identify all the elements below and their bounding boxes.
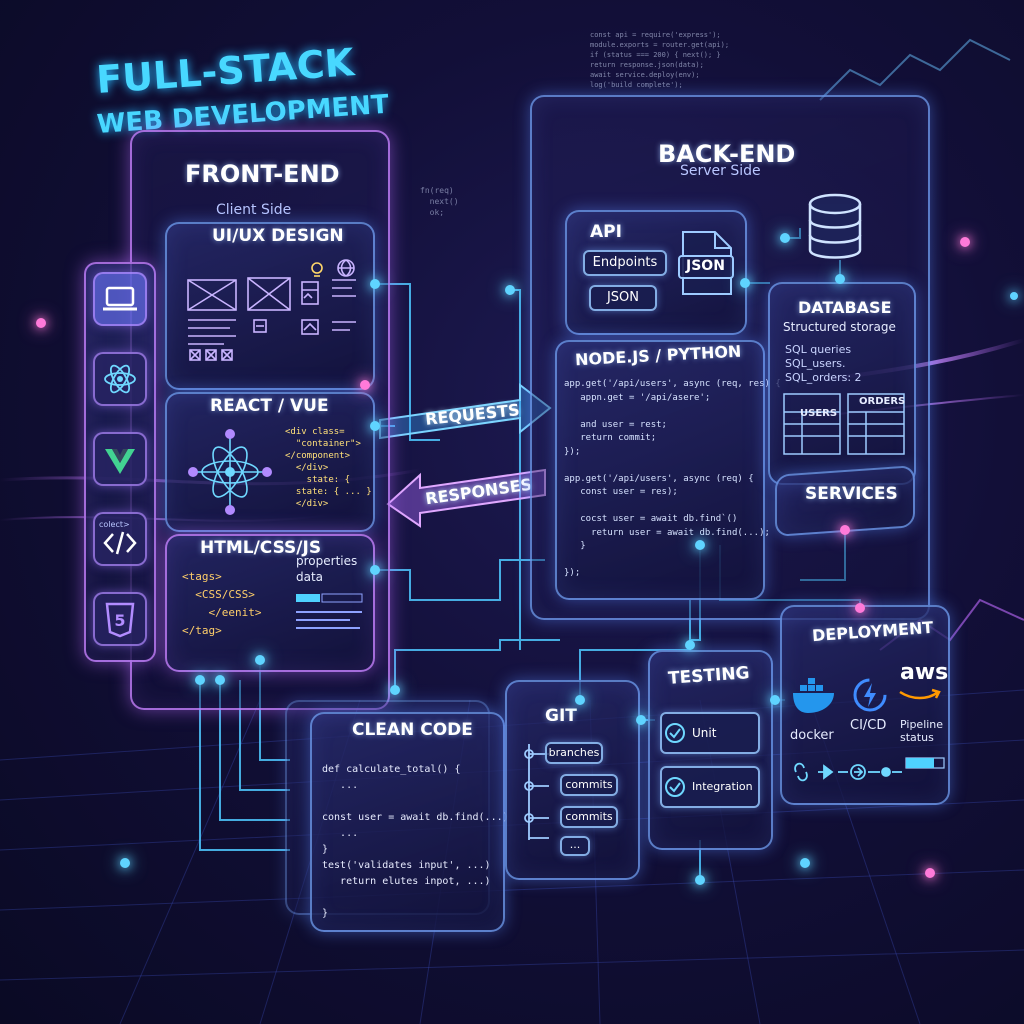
connector-node (215, 675, 225, 685)
connector-node (800, 858, 810, 868)
table-users-label: USERS (800, 408, 838, 419)
unit-test-label: Unit (692, 726, 717, 740)
react-panel (165, 392, 375, 532)
connector-node (575, 695, 585, 705)
vue-logo-icon[interactable] (93, 432, 147, 486)
connector-node (855, 603, 865, 613)
services-title: SERVICES (805, 484, 898, 504)
connector-node (636, 715, 646, 725)
database-subtitle: Structured storage (783, 320, 896, 334)
svg-text:5: 5 (114, 611, 125, 630)
decorative-code-top: const api = require('express'); module.e… (590, 31, 730, 89)
unit-check-icon (665, 723, 685, 743)
node-panel (555, 340, 765, 600)
integration-test-label: Integration (692, 780, 753, 793)
aws-smile-icon (899, 688, 941, 700)
connector-node (370, 279, 380, 289)
connector-node (36, 318, 46, 328)
html-panel (165, 534, 375, 672)
html-property-bars (296, 593, 363, 629)
json-doc-label: JSON (686, 258, 725, 274)
uiux-title: UI/UX DESIGN (212, 226, 344, 246)
connector-node (370, 421, 380, 431)
pipeline-status-bar (794, 757, 945, 782)
connector-node (360, 380, 370, 390)
connector-node (390, 685, 400, 695)
json-document-icon (678, 231, 734, 295)
html-title: HTML/CSS/JS (200, 538, 322, 558)
table-orders-label: ORDERS (859, 396, 906, 407)
clean-code-title: CLEAN CODE (352, 720, 473, 740)
backend-title: BACK-END (658, 140, 796, 168)
frontend-subtitle: Client Side (216, 202, 292, 218)
pipeline-status-label: Pipeline status (900, 718, 944, 744)
react-code: <div class= "container"> </component> </… (285, 427, 372, 509)
connector-node (780, 233, 790, 243)
code-tag-label: colect> (99, 520, 130, 529)
connector-node (835, 274, 845, 284)
react-atom-icon[interactable] (93, 352, 147, 406)
connector-node (120, 858, 130, 868)
cicd-icon (853, 678, 887, 712)
connector-node (840, 525, 850, 535)
code-brackets-icon[interactable]: colect> (93, 512, 147, 566)
html5-logo-icon[interactable]: 5 (93, 592, 147, 646)
html-code: <tags> <CSS/CSS> </eenit> </tag> (182, 570, 262, 637)
backend-subtitle: Server Side (680, 163, 761, 179)
html-prop-data: data (296, 570, 324, 584)
docker-label: docker (790, 728, 834, 743)
git-branch-tree (524, 744, 549, 840)
database-panel (768, 282, 916, 485)
endpoints-chip[interactable]: Endpoints (583, 250, 667, 276)
react-atom-diagram-icon (188, 429, 272, 515)
laptop-icon[interactable] (93, 272, 147, 326)
connector-node (1010, 292, 1018, 300)
git-commits-chip-1[interactable]: commits (560, 774, 618, 796)
connector-node (370, 565, 380, 575)
git-more-chip[interactable]: ... (560, 836, 590, 856)
uiux-panel (165, 222, 375, 390)
git-branches-chip[interactable]: branches (545, 742, 603, 764)
cicd-label: CI/CD (850, 718, 887, 733)
database-title: DATABASE (798, 298, 892, 317)
clean-code-snippet: def calculate_total() { ... const user =… (322, 764, 509, 919)
docker-whale-icon (793, 678, 834, 713)
git-commits-chip-2[interactable]: commits (560, 806, 618, 828)
connector-node (695, 875, 705, 885)
decorative-code-left: fn(req) next() ok; (420, 186, 459, 217)
react-title: REACT / VUE (210, 396, 329, 416)
frontend-title: FRONT-END (185, 160, 340, 188)
wireframe-mockups (187, 259, 356, 361)
git-title: GIT (545, 706, 577, 726)
connector-node (255, 655, 265, 665)
connector-node (685, 640, 695, 650)
json-chip-left[interactable]: JSON (589, 285, 657, 311)
connector-node (770, 695, 780, 705)
connector-node (925, 868, 935, 878)
database-line-1: SQL queries (785, 343, 852, 356)
integration-check-icon (665, 777, 685, 797)
connector-node (960, 237, 970, 247)
database-tables-grid (783, 393, 905, 455)
database-line-3: SQL_orders: 2 (785, 371, 862, 384)
database-cylinder-icon (808, 193, 862, 259)
connector-node (505, 285, 515, 295)
clean-code-panel (310, 712, 505, 932)
connector-node (695, 540, 705, 550)
connector-node (195, 675, 205, 685)
connector-node (740, 278, 750, 288)
database-line-2: SQL_users. (785, 357, 846, 370)
api-title: API (590, 222, 622, 242)
aws-label: aws (900, 660, 949, 685)
node-code: app.get('/api/users', async (req, res) {… (564, 379, 781, 578)
html-prop-properties: properties (296, 554, 358, 568)
